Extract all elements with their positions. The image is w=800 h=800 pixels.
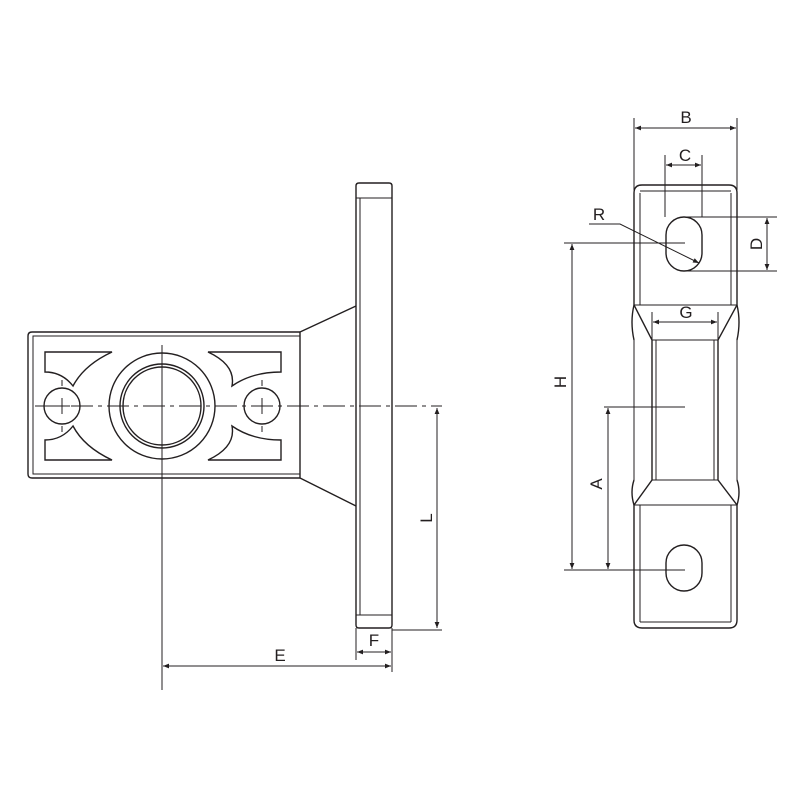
base-plate-gusset <box>299 305 357 507</box>
bottom-slot <box>665 544 703 592</box>
base-plate-inner-edge <box>32 335 300 475</box>
label-C: C <box>679 146 691 165</box>
side-view: L E F <box>27 182 442 690</box>
label-F: F <box>369 631 379 650</box>
window-cutout-tl <box>44 351 113 388</box>
label-L: L <box>417 513 436 522</box>
label-E: E <box>274 646 285 665</box>
bracket-outline <box>633 184 738 629</box>
window-cutout-br <box>207 424 282 461</box>
extension-lines-right <box>633 118 777 340</box>
radius-R-leader <box>589 223 700 264</box>
flange-outline <box>355 182 393 629</box>
label-R: R <box>593 205 605 224</box>
label-G: G <box>679 303 692 322</box>
front-view: B C D G H A R <box>551 108 777 629</box>
label-A: A <box>587 478 606 490</box>
bracket-chamfers <box>631 304 740 506</box>
window-cutout-bl <box>44 424 113 461</box>
bracket-inner-edges <box>633 190 738 623</box>
window-cutout-tr <box>207 351 282 388</box>
slot-centerlines <box>564 242 685 571</box>
label-D: D <box>747 238 766 250</box>
label-B: B <box>680 108 691 127</box>
label-H: H <box>551 376 570 388</box>
base-plate-outline <box>27 331 300 479</box>
extension-lines <box>355 628 442 672</box>
top-slot <box>665 216 703 272</box>
